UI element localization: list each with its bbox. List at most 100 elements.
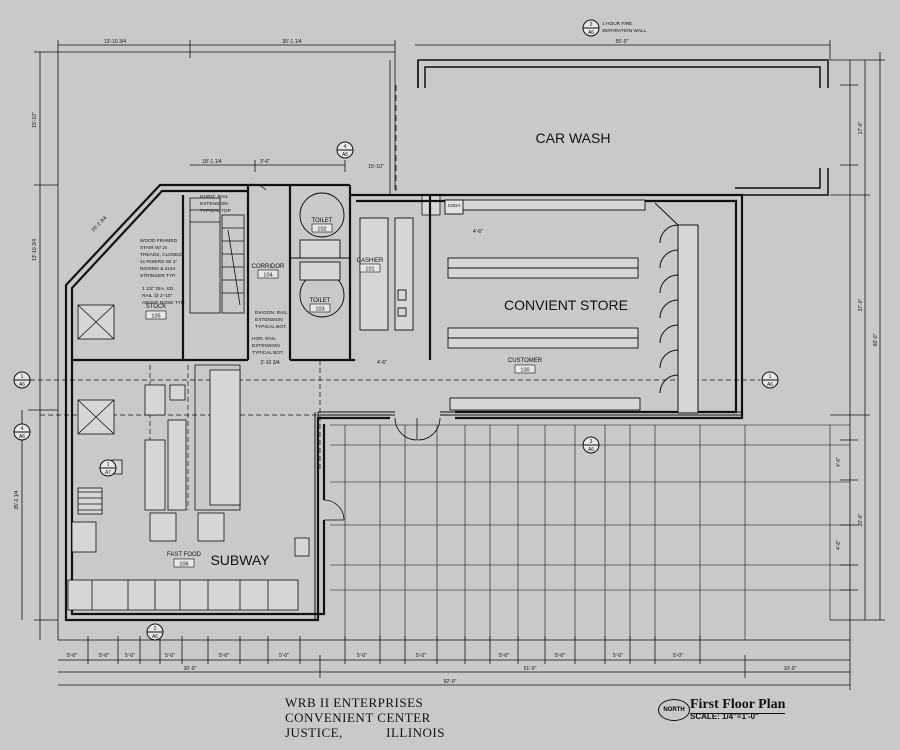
svg-text:10'-0": 10'-0" xyxy=(784,666,797,672)
svg-text:A6: A6 xyxy=(588,447,594,453)
stock-fixtures xyxy=(77,304,115,515)
svg-text:5'-0": 5'-0" xyxy=(416,653,426,659)
svg-text:4'-6": 4'-6" xyxy=(473,229,483,235)
stock-label: STOCK xyxy=(146,304,167,310)
stair xyxy=(189,197,245,314)
svg-text:66'-0": 66'-0" xyxy=(873,333,879,346)
notes: 1 HOUR FIRE SEPARATION WALL WOOD FRAMED … xyxy=(140,21,647,356)
svg-text:A7: A7 xyxy=(105,470,111,476)
svg-text:20'-0": 20'-0" xyxy=(858,513,864,526)
entry-doors xyxy=(247,183,441,521)
title-block: WRB II ENTERPRISES CONVENIENT CENTER JUS… xyxy=(285,695,445,740)
svg-text:RAIL @ 2'-10": RAIL @ 2'-10" xyxy=(142,293,173,299)
sheet-scale: SCALE: 1/4"=1'-0" xyxy=(690,712,759,721)
sheet-title: First Floor Plan xyxy=(690,697,786,714)
svg-text:A6: A6 xyxy=(19,382,25,388)
project-name: CONVENIENT CENTER xyxy=(285,710,431,725)
svg-text:105: 105 xyxy=(151,314,160,320)
toilet-b-label: TOILET xyxy=(310,298,331,304)
svg-text:HORIZ. RAIL: HORIZ. RAIL xyxy=(200,194,229,200)
svg-text:1: 1 xyxy=(21,374,24,380)
svg-text:5'-0": 5'-0" xyxy=(125,653,135,659)
toilet-a-label: TOILET xyxy=(312,218,333,224)
toilets xyxy=(290,192,350,318)
svg-text:101: 101 xyxy=(365,267,374,273)
svg-text:STAIR W/ 2x: STAIR W/ 2x xyxy=(140,245,168,251)
svg-text:5'-0": 5'-0" xyxy=(673,653,683,659)
svg-text:1 HOUR FIRE: 1 HOUR FIRE xyxy=(602,21,632,27)
svg-text:5'-0": 5'-0" xyxy=(499,653,509,659)
svg-text:5'-0": 5'-0" xyxy=(99,653,109,659)
svg-text:A6: A6 xyxy=(152,634,158,640)
subway-label: SUBWAY xyxy=(210,552,270,568)
svg-text:51'-0": 51'-0" xyxy=(524,666,537,672)
svg-text:1 1/2" DIA. SD.: 1 1/2" DIA. SD. xyxy=(142,286,174,292)
svg-text:2: 2 xyxy=(154,626,157,632)
svg-text:A6: A6 xyxy=(19,434,25,440)
dimension-lines xyxy=(21,40,885,690)
svg-text:103: 103 xyxy=(315,307,324,313)
svg-text:1x RISERS W/ 1": 1x RISERS W/ 1" xyxy=(140,259,177,265)
cashier-label: CASHIER xyxy=(357,258,384,264)
svg-text:STRINGER TYP.: STRINGER TYP. xyxy=(140,273,176,279)
north-arrow-icon: NORTH xyxy=(658,699,690,721)
svg-text:102: 102 xyxy=(317,227,326,233)
svg-text:18'-1 1/4: 18'-1 1/4 xyxy=(202,159,222,165)
svg-text:1: 1 xyxy=(107,462,110,468)
svg-text:TYPICAL BOT.: TYPICAL BOT. xyxy=(255,324,287,330)
svg-text:4: 4 xyxy=(21,426,24,432)
svg-text:5'-0": 5'-0" xyxy=(165,653,175,659)
svg-text:100: 100 xyxy=(520,368,529,374)
svg-text:3'-10 3/4: 3'-10 3/4 xyxy=(260,360,280,366)
cashier-counter xyxy=(359,199,464,331)
svg-text:30'-1 1/4: 30'-1 1/4 xyxy=(282,39,302,45)
svg-text:TYPICAL TOP: TYPICAL TOP xyxy=(200,208,231,214)
svg-text:TYPICAL BOT.: TYPICAL BOT. xyxy=(252,350,284,356)
svg-text:TREADS, CLOSED: TREADS, CLOSED xyxy=(140,252,182,258)
fast-food-label: FAST FOOD xyxy=(167,552,202,558)
svg-text:5'-0": 5'-0" xyxy=(613,653,623,659)
subway-kitchen xyxy=(111,364,241,511)
svg-text:5'-0": 5'-0" xyxy=(279,653,289,659)
svg-text:ABOVE NOSE TYP.: ABOVE NOSE TYP. xyxy=(142,300,185,306)
svg-text:5'-0": 5'-0" xyxy=(67,653,77,659)
project-owner: WRB II ENTERPRISES xyxy=(285,695,424,710)
project-city: JUSTICE, xyxy=(285,725,343,740)
svg-text:35'-1 1/4: 35'-1 1/4 xyxy=(14,490,20,510)
svg-text:30'-0": 30'-0" xyxy=(184,666,197,672)
car-wash-walls xyxy=(417,59,829,196)
svg-text:55'-0": 55'-0" xyxy=(616,39,629,45)
svg-text:EXTENSION: EXTENSION xyxy=(200,201,228,207)
corridor-label: CORRIDOR xyxy=(252,264,285,270)
svg-text:EXTENSION: EXTENSION xyxy=(255,317,283,323)
svg-text:4: 4 xyxy=(344,144,347,150)
svg-text:A6: A6 xyxy=(588,30,594,36)
section-markers xyxy=(13,19,779,641)
section-marker-labels: 2A6 4A6 1A6 4A6 3A6 1A6 2A6 1A7 xyxy=(19,22,773,640)
svg-text:A6: A6 xyxy=(767,382,773,388)
cooler-doors xyxy=(654,202,699,414)
svg-text:EXTENSION: EXTENSION xyxy=(252,343,280,349)
svg-text:5'-0": 5'-0" xyxy=(219,653,229,659)
svg-text:3'-6": 3'-6" xyxy=(260,159,270,165)
svg-text:2: 2 xyxy=(590,22,593,28)
bottom-ticks xyxy=(87,636,701,664)
svg-text:HOR. RAIL: HOR. RAIL xyxy=(252,336,276,342)
car-wash-label: CAR WASH xyxy=(536,130,611,146)
svg-text:1: 1 xyxy=(769,374,772,380)
customer-label: CUSTOMER xyxy=(508,358,543,364)
svg-text:17'-0": 17'-0" xyxy=(858,121,864,134)
ceiling-grid xyxy=(330,424,850,640)
svg-text:A6: A6 xyxy=(342,152,348,158)
svg-text:13'-10 3/4: 13'-10 3/4 xyxy=(32,239,38,261)
svg-text:13'-10 3/4: 13'-10 3/4 xyxy=(104,39,126,45)
svg-text:4'-6": 4'-6" xyxy=(836,457,842,467)
svg-text:5'-0": 5'-0" xyxy=(357,653,367,659)
store-label: CONVIENT STORE xyxy=(504,297,628,313)
soda-label: SODA xyxy=(448,203,461,208)
svg-text:5'-0": 5'-0" xyxy=(555,653,565,659)
svg-text:92'-0": 92'-0" xyxy=(444,679,457,685)
svg-text:106: 106 xyxy=(179,562,188,568)
svg-text:4'-6": 4'-6" xyxy=(377,360,387,366)
